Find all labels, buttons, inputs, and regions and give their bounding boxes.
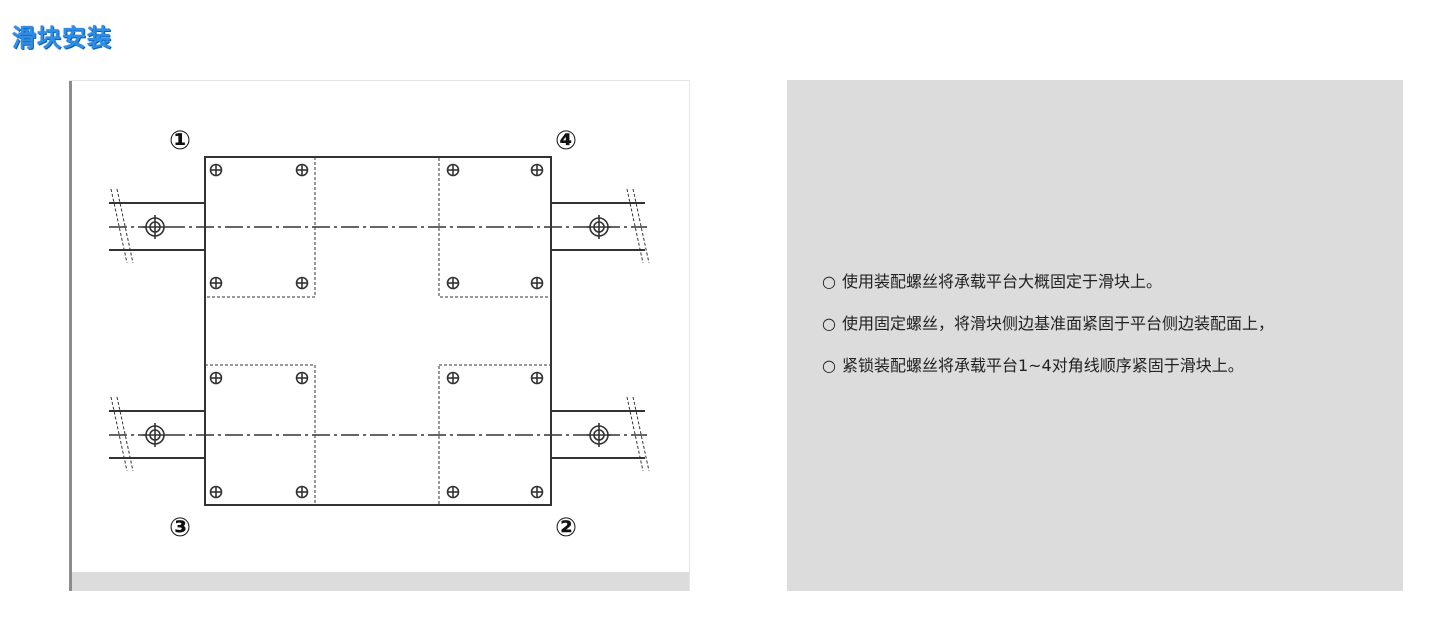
bullet-icon: ○ (822, 272, 836, 291)
instruction-step: ○ 使用装配螺丝将承载平台大概固定于滑块上。 (822, 271, 1274, 293)
screw-icon (446, 485, 460, 499)
screw-icon (209, 485, 223, 499)
break-lines (110, 188, 650, 472)
slider-blocks (204, 156, 552, 506)
slider-block-2 (438, 364, 552, 506)
slider-block-1 (204, 156, 316, 298)
slider-block-4 (438, 156, 552, 298)
instruction-step: ○ 使用固定螺丝，将滑块侧边基准面紧固于平台侧边装配面上， (822, 313, 1274, 335)
corner-label-4: ④ (555, 126, 577, 156)
bullet-icon: ○ (822, 356, 836, 375)
page-title: 滑块安装 (12, 24, 112, 52)
screw-icon (530, 485, 544, 499)
diagram-panel: ① ④ ③ ② (69, 80, 690, 591)
panel-bottom-strip (72, 572, 689, 591)
screw-icon (295, 163, 309, 177)
corner-label-2: ② (555, 513, 577, 543)
screw-icon (446, 371, 460, 385)
rail-bolt-icon (587, 215, 611, 239)
screw-icon (209, 371, 223, 385)
rail-bolt-icon (587, 423, 611, 447)
instruction-text: 使用固定螺丝，将滑块侧边基准面紧固于平台侧边装配面上， (841, 314, 1274, 333)
corner-label-3: ③ (169, 513, 191, 543)
instruction-text: 使用装配螺丝将承载平台大概固定于滑块上。 (841, 272, 1162, 291)
screw-icon (209, 276, 223, 290)
instruction-step: ○ 紧锁装配螺丝将承载平台1~4对角线顺序紧固于滑块上。 (822, 355, 1274, 377)
mounting-screws (209, 163, 544, 499)
carrier-platform (204, 156, 552, 506)
rail-bolt-icon (143, 215, 167, 239)
screw-icon (530, 371, 544, 385)
screw-icon (295, 276, 309, 290)
screw-icon (446, 276, 460, 290)
screw-icon (530, 163, 544, 177)
rail-bolt-icon (143, 423, 167, 447)
screw-icon (209, 163, 223, 177)
instructions-panel: ○ 使用装配螺丝将承载平台大概固定于滑块上。 ○ 使用固定螺丝，将滑块侧边基准面紧固… (787, 80, 1403, 591)
instruction-list: ○ 使用装配螺丝将承载平台大概固定于滑块上。 ○ 使用固定螺丝，将滑块侧边基准面紧固… (822, 271, 1274, 397)
bullet-icon: ○ (822, 314, 836, 333)
corner-label-1: ① (169, 126, 191, 156)
instruction-text: 紧锁装配螺丝将承载平台1~4对角线顺序紧固于滑块上。 (841, 356, 1244, 375)
rails (109, 202, 645, 459)
screw-icon (530, 276, 544, 290)
screw-icon (446, 163, 460, 177)
rail-bolts (143, 215, 611, 447)
center-lines (109, 226, 647, 436)
panel-left-border (69, 81, 72, 591)
slider-block-3 (204, 364, 316, 506)
slider-installation-diagram: ① ④ ③ ② (109, 126, 650, 543)
screw-icon (295, 485, 309, 499)
screw-icon (295, 371, 309, 385)
